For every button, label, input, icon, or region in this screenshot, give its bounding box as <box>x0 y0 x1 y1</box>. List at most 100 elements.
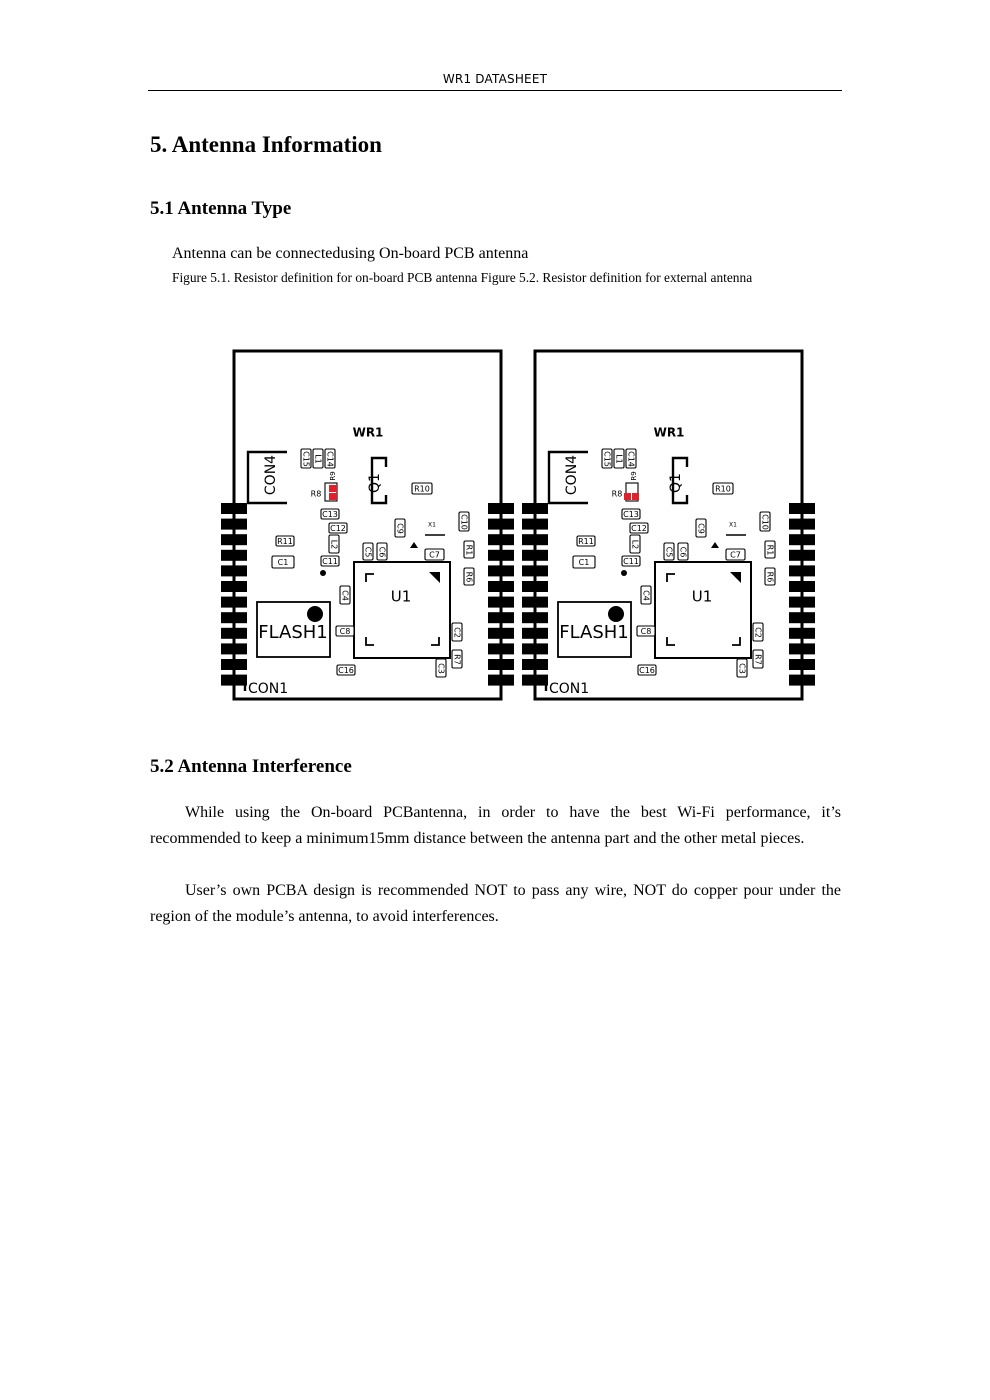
c6-label: C6 <box>378 547 387 558</box>
c7-outline <box>725 548 746 561</box>
u1-label: U1 <box>692 588 713 606</box>
c3-outline <box>435 658 447 678</box>
c4-label: C4 <box>341 590 350 601</box>
con4-outline <box>246 450 287 505</box>
r7-outline <box>451 649 463 669</box>
r9-label: R9 <box>329 471 337 480</box>
r6-outline <box>463 567 475 586</box>
right-pad <box>789 581 815 592</box>
c10-label: C10 <box>761 514 770 530</box>
right-pad <box>488 565 514 577</box>
c4-outline <box>640 585 652 605</box>
right-pad <box>488 503 514 514</box>
u1-label: U1 <box>391 588 412 606</box>
left-pad <box>522 643 548 655</box>
c14-outline <box>324 448 336 469</box>
left-pad <box>522 596 548 608</box>
c8-label: C8 <box>340 627 351 636</box>
left-pad <box>221 503 247 514</box>
u1-corner-br <box>431 637 440 646</box>
interference-paragraph-1: While using the On-board PCBantenna, in … <box>150 800 841 852</box>
c1-label: C1 <box>579 558 590 567</box>
u1-pin1-marker <box>730 572 741 583</box>
left-pad <box>221 565 247 577</box>
r7-outline <box>752 649 764 669</box>
c11-label: C11 <box>623 557 639 566</box>
c5-label: C5 <box>665 547 674 558</box>
u1-corner-tl <box>666 573 675 582</box>
c9-label: C9 <box>697 523 706 534</box>
c7-outline <box>424 548 445 561</box>
right-pad <box>789 659 815 670</box>
q1-outline <box>370 456 388 505</box>
figure-caption: Figure 5.1. Resistor definition for on-b… <box>172 270 753 285</box>
left-pad <box>221 581 247 592</box>
c14-outline <box>625 448 637 469</box>
left-pad <box>522 565 548 577</box>
c12-outline <box>328 522 348 534</box>
c12-outline <box>629 522 649 534</box>
l2-outline <box>629 534 641 554</box>
c14-label: C14 <box>627 451 636 467</box>
section-title: 5. Antenna Information <box>150 132 382 157</box>
left-pad <box>522 518 548 530</box>
c2-label: C2 <box>754 627 763 638</box>
c13-label: C13 <box>322 510 338 519</box>
left-pad <box>221 643 247 655</box>
orientation-triangle <box>410 542 418 548</box>
right-pad <box>488 612 514 624</box>
c6-outline <box>376 542 388 561</box>
u1-corner-br <box>732 637 741 646</box>
left-pad <box>221 659 247 670</box>
q1-label: Q1 <box>367 473 383 493</box>
l2-label: L2 <box>330 540 339 550</box>
c7-label: C7 <box>429 551 440 560</box>
c12-label: C12 <box>631 524 647 533</box>
right-pad <box>488 534 514 546</box>
c2-outline <box>752 622 764 642</box>
con4-label: CON4 <box>564 455 580 495</box>
l2-label: L2 <box>631 540 640 550</box>
c2-label: C2 <box>453 627 462 638</box>
con4-label: CON4 <box>263 455 279 495</box>
c13-outline <box>621 508 641 520</box>
flash-pin1-dot <box>608 606 624 622</box>
r11-label: R11 <box>578 537 594 546</box>
left-pad <box>522 659 548 670</box>
r9-label: R9 <box>630 471 638 480</box>
c16-label: C16 <box>639 666 655 675</box>
right-pad <box>789 565 815 577</box>
u1-outline <box>353 561 451 659</box>
left-pad <box>221 612 247 624</box>
c15-label: C15 <box>302 451 311 467</box>
interference-paragraph-2: User’s own PCBA design is recommended NO… <box>150 878 841 930</box>
board-outline <box>232 349 503 701</box>
q1-outline <box>671 456 689 505</box>
c10-label: C10 <box>460 514 469 530</box>
u1-outline <box>654 561 752 659</box>
left-pad <box>522 581 548 592</box>
c15-outline <box>601 448 613 469</box>
left-pad <box>221 627 247 639</box>
c15-outline <box>300 448 312 469</box>
r1-label: R1 <box>465 545 474 556</box>
flash-outline <box>557 601 632 658</box>
r8-pad-highlight-a <box>624 493 631 500</box>
q1-label: Q1 <box>668 473 684 493</box>
c5-outline <box>663 542 675 561</box>
subsection-heading-interference: 5.2 Antenna Interference <box>150 756 352 777</box>
right-pad <box>789 627 815 639</box>
flash-label: FLASH1 <box>258 622 328 643</box>
c3-label: C3 <box>437 663 446 674</box>
flash-pin1-dot <box>307 606 323 622</box>
c14-label: C14 <box>326 451 335 467</box>
u1-corner-tl <box>365 573 374 582</box>
left-pad <box>221 534 247 546</box>
c8-outline <box>636 625 656 637</box>
subsection-heading-antenna-type: 5.1 Antenna Type <box>150 198 292 219</box>
left-pad <box>221 596 247 608</box>
c9-label: C9 <box>396 523 405 534</box>
c16-label: C16 <box>338 666 354 675</box>
